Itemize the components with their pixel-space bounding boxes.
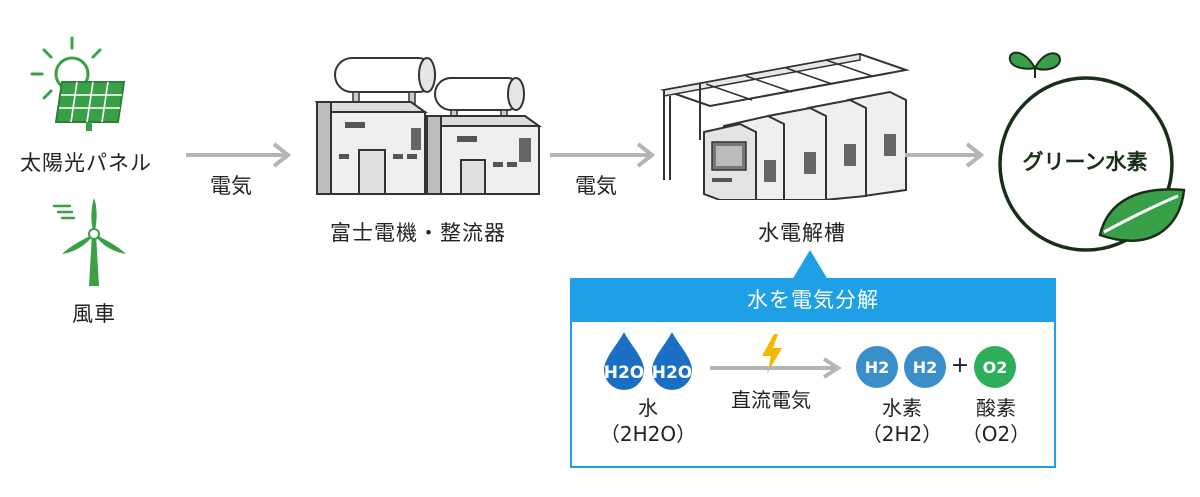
flow-arrow-2 — [550, 140, 660, 170]
electrolysis-panel — [570, 322, 1056, 468]
hydrogen-formula: （2H2） — [861, 422, 943, 446]
electrolyzer-icon — [660, 50, 915, 200]
hydrogen-bubble-icon: H2 — [902, 344, 948, 390]
current-arrow — [710, 356, 846, 380]
wind-turbine-icon — [52, 196, 132, 288]
oxygen-formula: （O2） — [961, 422, 1031, 446]
oxygen-bubble-text: O2 — [983, 358, 1008, 377]
electricity-label-2: 電気 — [575, 174, 617, 198]
hydrogen-label: 水素 — [882, 396, 922, 420]
hydrogen-bubble-text-1: H2 — [865, 358, 890, 377]
water-drop-text-1: H2O — [604, 363, 645, 383]
flow-arrow-3 — [905, 140, 987, 170]
green-hydrogen-label: グリーン水素 — [1022, 150, 1148, 174]
oxygen-bubble-icon: O2 — [970, 344, 1020, 390]
solar-panel-icon — [28, 36, 128, 136]
plus-sign: + — [950, 353, 970, 378]
electrolyzer-label: 水電解槽 — [758, 221, 846, 245]
hydrogen-bubble-icon: H2 — [854, 344, 900, 390]
direct-current-label: 直流電気 — [731, 388, 811, 412]
water-formula: （2H2O） — [599, 422, 697, 446]
electrolysis-panel-title: 水を電気分解 — [570, 278, 1056, 322]
electricity-label-1: 電気 — [210, 174, 252, 198]
solar-panel-label: 太陽光パネル — [20, 151, 152, 175]
lightning-icon — [760, 334, 784, 374]
flow-arrow-1 — [186, 140, 296, 170]
oxygen-label: 酸素 — [976, 396, 1016, 420]
wind-turbine-label: 風車 — [72, 302, 116, 326]
water-label: 水 — [638, 396, 658, 420]
rectifier-building-icon — [315, 50, 545, 200]
callout-pointer — [790, 250, 830, 280]
water-drop-text-2: H2O — [652, 363, 693, 383]
water-drop-icon: H2O — [600, 330, 648, 390]
rectifier-label: 富士電機・整流器 — [330, 221, 506, 245]
water-drop-icon: H2O — [648, 330, 696, 390]
hydrogen-bubble-text-2: H2 — [913, 358, 938, 377]
green-hydrogen-circle-icon — [990, 40, 1190, 270]
